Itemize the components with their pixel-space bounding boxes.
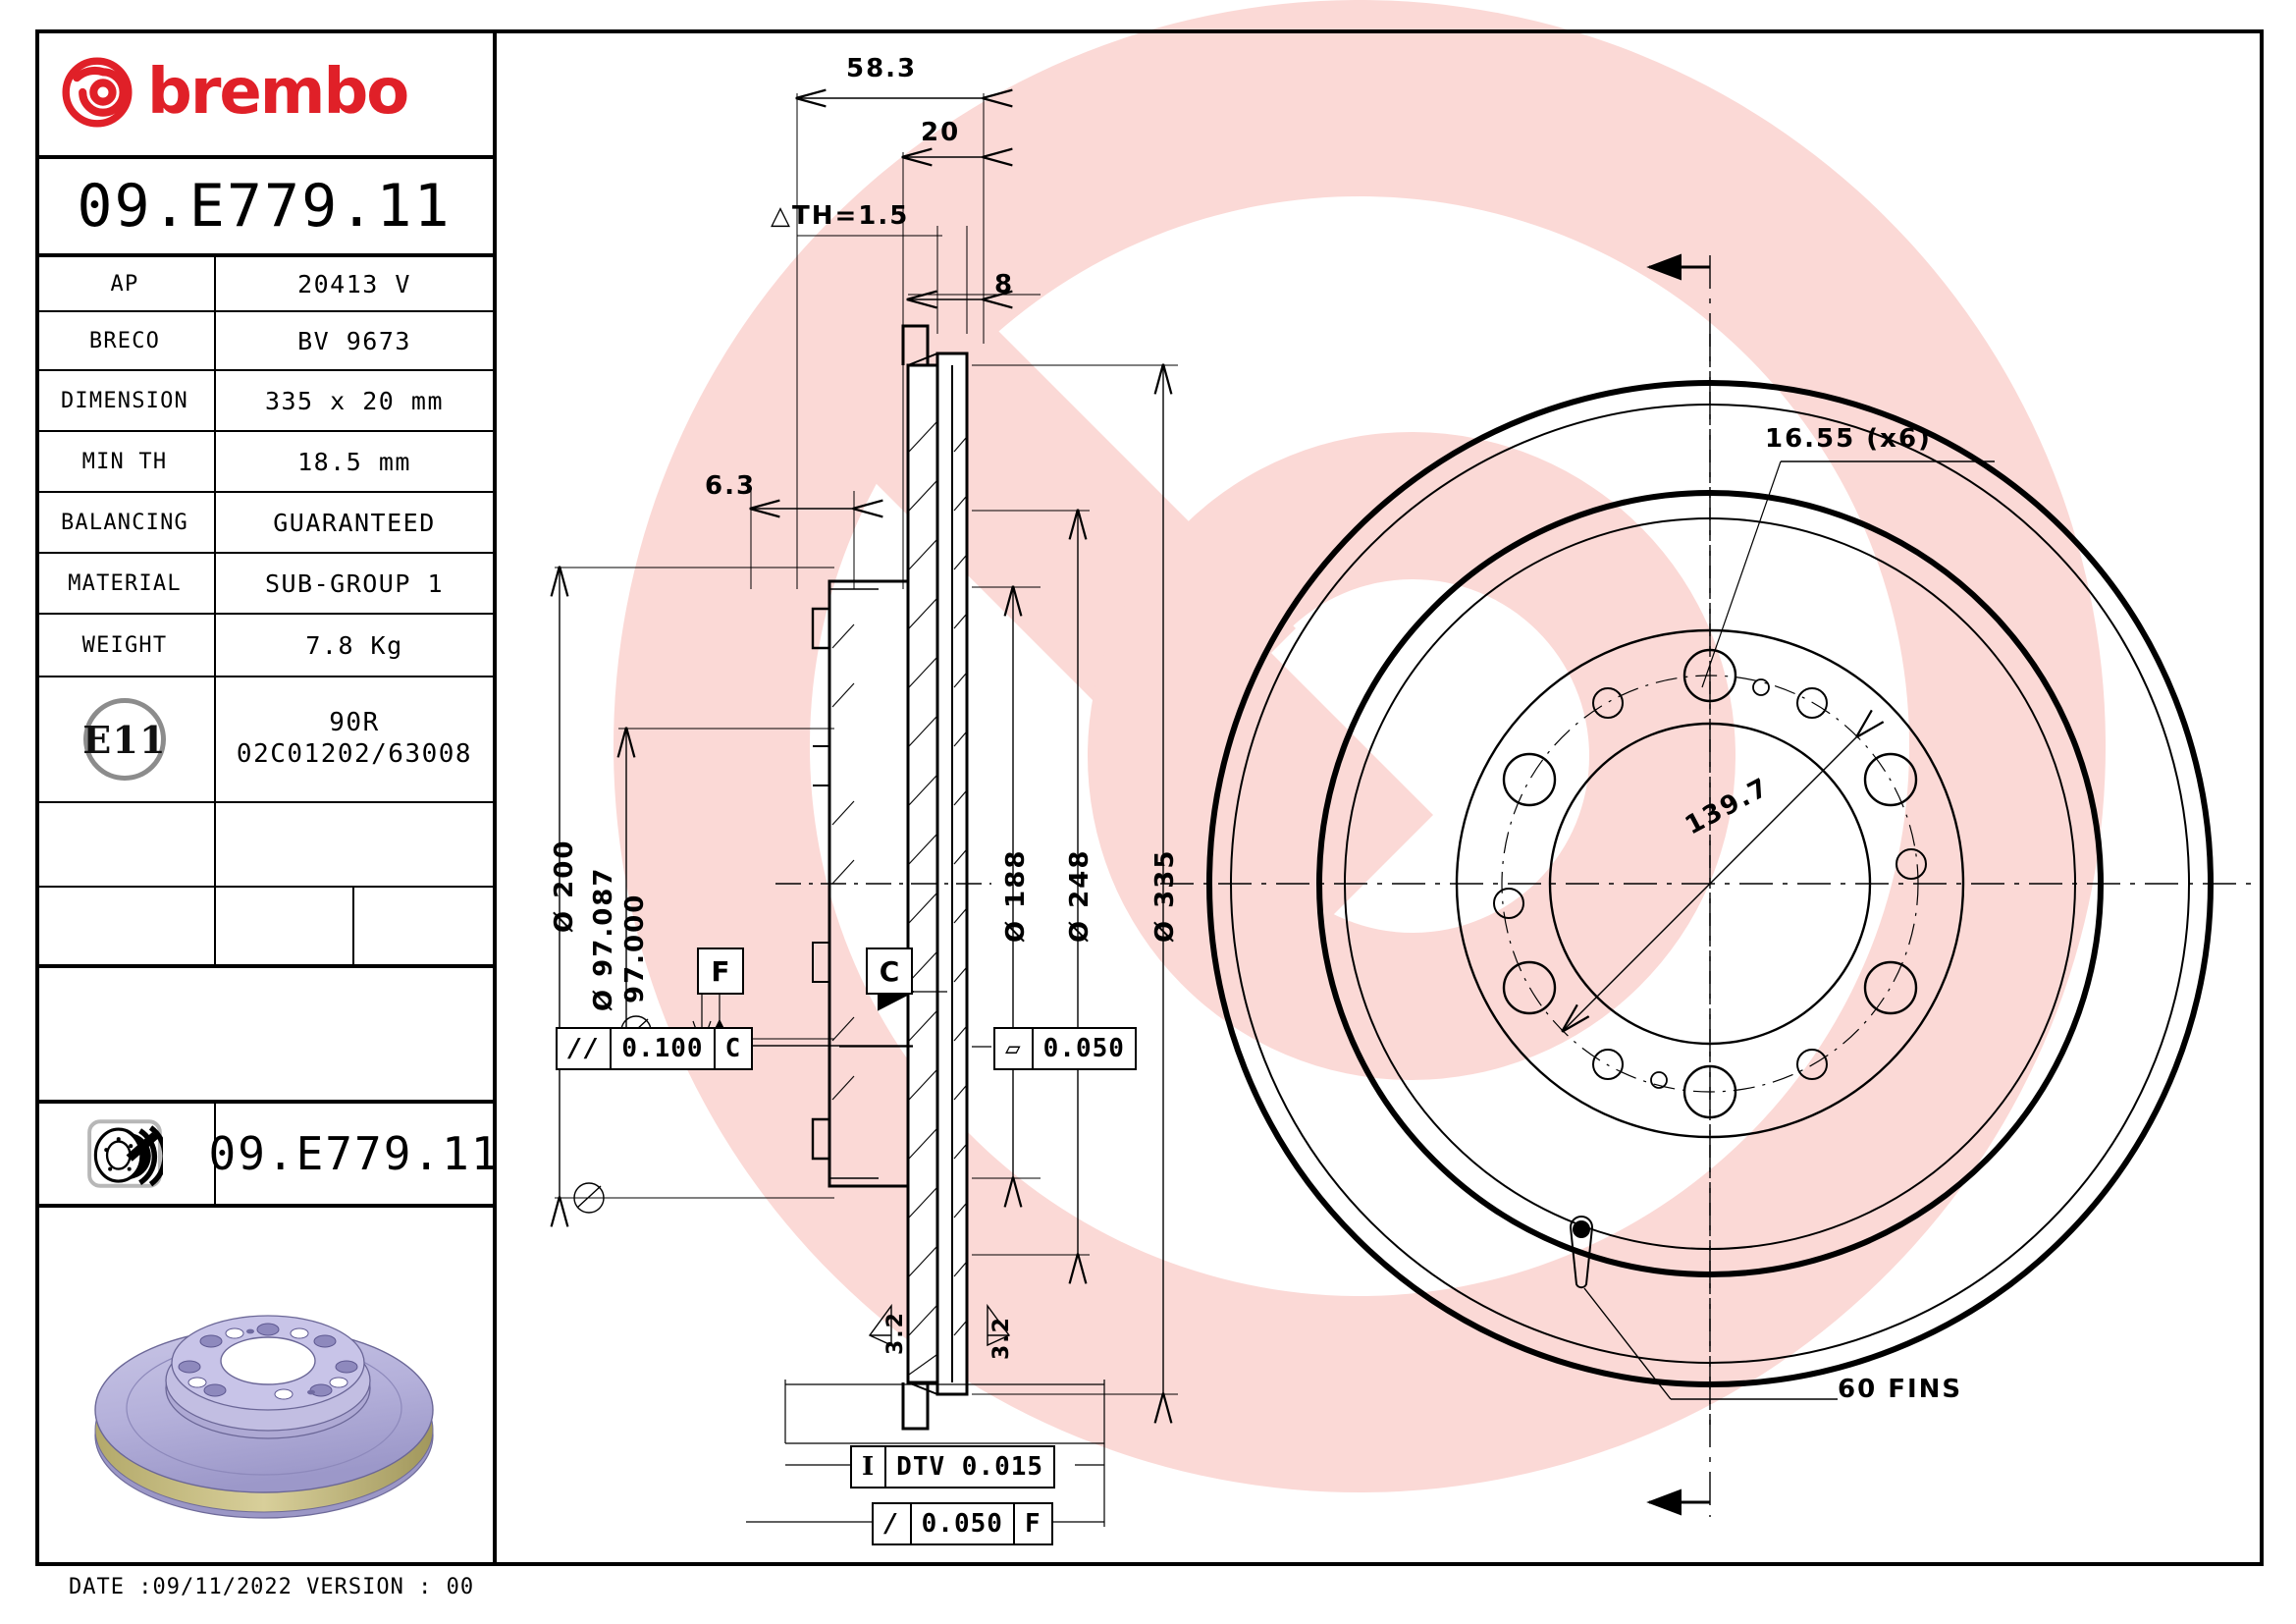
homologation-line2: 02C01202/63008 xyxy=(236,739,473,769)
dim-dia-bore-min: 97.000 xyxy=(620,893,650,1003)
spec-row-balancing: BALANCING GUARANTEED xyxy=(35,493,493,554)
tolerance-datum: F xyxy=(1012,1504,1051,1543)
spec-row-blank-1 xyxy=(35,803,493,888)
tolerance-symbol: // xyxy=(567,1034,601,1063)
spec-label: WEIGHT xyxy=(35,615,216,676)
dim-hole-diameter: 16.55 (x6) xyxy=(1765,424,1932,454)
tolerance-flatness: ▱ 0.050 xyxy=(993,1027,1137,1070)
homologation-value: 90R 02C01202/63008 xyxy=(216,677,493,801)
dim-dia-188: Ø 188 xyxy=(1001,848,1031,943)
tolerance-value: 0.050 xyxy=(909,1504,1013,1543)
tolerance-value: 0.050 xyxy=(1031,1029,1135,1068)
tolerance-value: 0.100 xyxy=(610,1029,713,1068)
tolerance-symbol: / xyxy=(883,1509,900,1539)
tolerance-symbol: ▱ xyxy=(1005,1034,1022,1063)
spec-row-min-th: MIN TH 18.5 mm xyxy=(35,432,493,493)
dim-dia-335: Ø 335 xyxy=(1150,848,1180,943)
spec-label: MATERIAL xyxy=(35,554,216,613)
label-fins: 60 FINS xyxy=(1838,1375,1963,1404)
tolerance-runout: / 0.050 F xyxy=(872,1502,1053,1545)
spec-row-material: MATERIAL SUB-GROUP 1 xyxy=(35,554,493,615)
spec-label: BRECO xyxy=(35,312,216,369)
spec-row-breco: BRECO BV 9673 xyxy=(35,312,493,371)
spec-row-part-icon: 09.E779.11 xyxy=(35,1100,501,1208)
tolerance-symbol: I xyxy=(862,1452,876,1482)
homologation-line1: 90R xyxy=(329,708,380,738)
part-code-repeat: 09.E779.11 xyxy=(208,1127,501,1180)
tolerance-dtv: I DTV 0.015 xyxy=(850,1445,1056,1489)
dim-dia-248: Ø 248 xyxy=(1065,848,1095,943)
blank-cell xyxy=(35,803,216,886)
spec-value: 20413 V xyxy=(297,269,411,298)
spec-value: GUARANTEED xyxy=(273,508,436,537)
info-panel: brembo 09.E779.11 AP 20413 V BRECO BV 96… xyxy=(35,29,501,1566)
part-code-main: 09.E779.11 xyxy=(35,159,493,257)
tolerance-parallelism: // 0.100 C xyxy=(556,1027,754,1070)
spec-value: 335 x 20 mm xyxy=(264,386,445,415)
spec-label: BALANCING xyxy=(35,493,216,552)
spec-row-dimension: DIMENSION 335 x 20 mm xyxy=(35,371,493,432)
datum-f: F xyxy=(697,947,744,995)
dim-face-thickness: 8 xyxy=(994,270,1015,299)
product-photo xyxy=(37,1245,491,1555)
dim-th-tolerance: △TH=1.5 xyxy=(771,201,910,231)
spec-label: MIN TH xyxy=(35,432,216,491)
dim-hat-depth: 20 xyxy=(921,118,961,147)
tolerance-datum: C xyxy=(713,1029,752,1068)
spec-label: DIMENSION xyxy=(35,371,216,430)
roughness-right: 3.2 xyxy=(989,1316,1014,1360)
brembo-logo: brembo xyxy=(35,29,493,159)
spec-row-weight: WEIGHT 7.8 Kg xyxy=(35,615,493,677)
blank-cell xyxy=(354,888,493,964)
spec-value: BV 9673 xyxy=(297,326,411,355)
spec-row-ap: AP 20413 V xyxy=(35,257,493,312)
spec-row-homologation: E11 90R 02C01202/63008 xyxy=(35,677,493,803)
dim-hat-offset: 6.3 xyxy=(705,471,757,501)
dim-dia-200: Ø 200 xyxy=(550,839,579,933)
spec-value: 18.5 mm xyxy=(297,447,411,476)
blank-cell xyxy=(35,888,216,964)
dim-dia-bore-max: Ø 97.087 xyxy=(589,866,618,1012)
e11-circle-icon: E11 xyxy=(82,698,166,781)
roughness-left: 3.2 xyxy=(883,1311,908,1355)
footer-date: DATE :09/11/2022 VERSION : 00 xyxy=(69,1575,475,1599)
brembo-logo-icon xyxy=(62,57,133,128)
spec-value: SUB-GROUP 1 xyxy=(264,568,445,598)
dim-overall-width: 58.3 xyxy=(846,54,918,83)
brake-disc-icon xyxy=(87,1119,163,1188)
e11-badge: E11 xyxy=(35,677,216,801)
drawing-frame xyxy=(35,29,2264,1566)
spec-value: 7.8 Kg xyxy=(305,630,403,660)
datum-c: C xyxy=(866,947,913,995)
spec-label: AP xyxy=(35,257,216,310)
blank-cell xyxy=(216,888,354,964)
spec-row-blank-2 xyxy=(35,888,493,968)
brake-disc-icon-cell xyxy=(35,1104,216,1204)
brembo-wordmark: brembo xyxy=(147,56,409,129)
tolerance-value: DTV 0.015 xyxy=(884,1447,1053,1487)
blank-cell xyxy=(216,803,493,886)
